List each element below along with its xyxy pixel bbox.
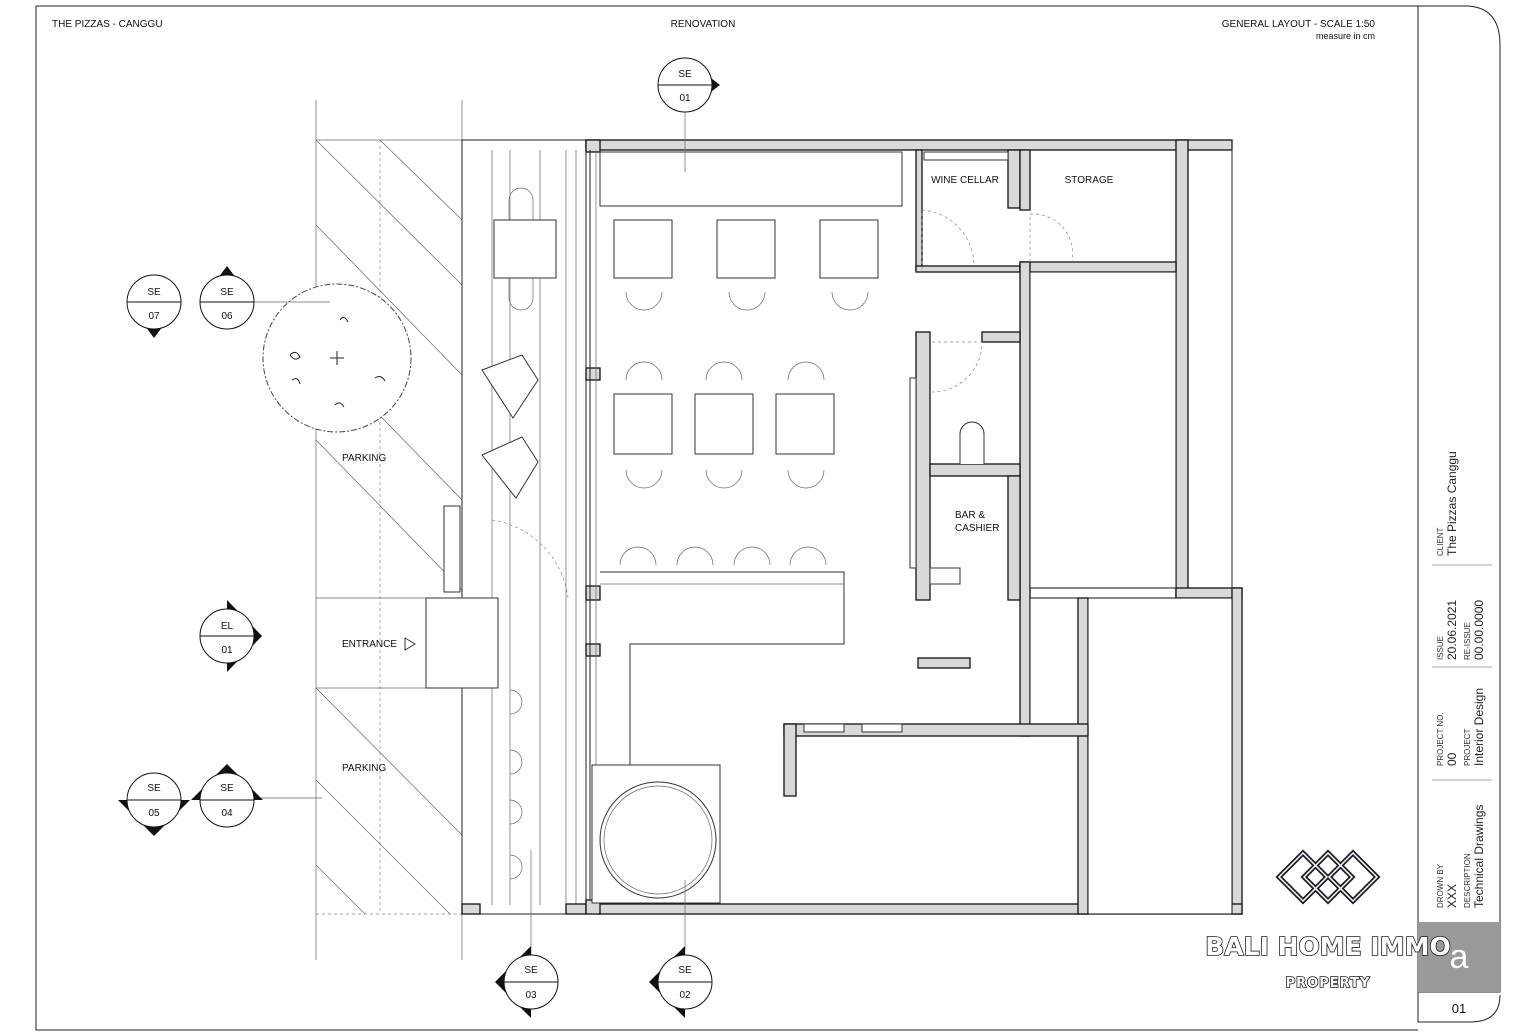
svg-text:07: 07	[148, 311, 160, 322]
room-label-parking-top: PARKING	[342, 453, 386, 464]
svg-text:SE: SE	[678, 69, 692, 80]
svg-text:01: 01	[221, 645, 233, 656]
client-label: CLIENT	[1436, 527, 1445, 556]
tree-symbol	[262, 283, 412, 433]
room-label-entrance: ENTRANCE	[342, 639, 397, 650]
reissue-value: 00.00.0000	[1472, 600, 1486, 660]
section-marker-se01[interactable]: SE 01	[657, 57, 720, 113]
svg-text:SE: SE	[220, 783, 234, 794]
section-marker-se04[interactable]: SE 04	[191, 764, 263, 828]
room-label-bar-line1: BAR &	[955, 510, 985, 521]
site-lines	[315, 100, 463, 960]
project-no-label: PROJECT NO.	[1436, 712, 1445, 766]
project-value: Interior Design	[1472, 688, 1486, 766]
svg-text:03: 03	[525, 990, 537, 1001]
svg-text:EL: EL	[221, 621, 234, 632]
furniture	[591, 151, 1074, 904]
revision-letter: a	[1450, 938, 1469, 976]
svg-text:PROPERTY: PROPERTY	[1286, 976, 1371, 991]
terrace	[425, 139, 587, 915]
svg-text:SE: SE	[524, 965, 538, 976]
issue-value: 20.06.2021	[1445, 600, 1459, 660]
section-marker-se02[interactable]: SE 02	[649, 946, 713, 1018]
svg-text:04: 04	[221, 808, 233, 819]
room-label-bar-line2: CASHIER	[955, 523, 999, 534]
section-marker-se03[interactable]: SE 03	[495, 946, 559, 1018]
revision-box	[1418, 922, 1500, 992]
svg-text:06: 06	[221, 311, 233, 322]
title-block: CLIENT The Pizzas Canggu ISSUE 20.06.202…	[1418, 451, 1500, 1016]
elevation-marker-el01[interactable]: EL 01	[199, 600, 262, 672]
project-name: THE PIZZAS - CANGGU	[52, 19, 163, 30]
title-block-frame	[1417, 5, 1501, 993]
drawn-by-value: XXX	[1445, 884, 1459, 908]
svg-text:BALI HOME IMMO: BALI HOME IMMO	[1205, 932, 1450, 961]
drawing-type: RENOVATION	[671, 19, 736, 30]
description-label: DESCRIPTION	[1463, 853, 1472, 908]
room-label-storage: STORAGE	[1065, 175, 1114, 186]
reissue-label: RE-ISSUE	[1463, 622, 1472, 660]
svg-text:SE: SE	[220, 287, 234, 298]
svg-text:02: 02	[679, 990, 691, 1001]
issue-label: ISSUE	[1436, 636, 1445, 660]
room-label-parking-bottom: PARKING	[342, 763, 386, 774]
walls	[585, 139, 1243, 915]
sheet-title: GENERAL LAYOUT - SCALE 1:50	[1222, 19, 1376, 30]
section-lines	[254, 112, 686, 955]
svg-text:SE: SE	[678, 965, 692, 976]
project-no-value: 00	[1445, 752, 1459, 766]
sheet-number: 01	[1452, 1001, 1466, 1016]
section-marker-se06[interactable]: SE 06	[199, 266, 255, 330]
bali-home-immo-logo: BALI HOME IMMO PROPERTY	[1204, 849, 1452, 992]
svg-text:05: 05	[148, 808, 160, 819]
description-value: Technical Drawings	[1472, 805, 1486, 908]
section-marker-se07[interactable]: SE 07	[126, 274, 182, 338]
client-value: The Pizzas Canggu	[1445, 451, 1459, 556]
room-label-wine-cellar: WINE CELLAR	[931, 175, 999, 186]
svg-text:01: 01	[679, 93, 691, 104]
drawn-by-label: DROWN BY	[1436, 863, 1445, 908]
svg-text:SE: SE	[147, 287, 161, 298]
section-marker-se05[interactable]: SE 05	[118, 772, 190, 836]
units-note: measure in cm	[1316, 31, 1375, 41]
sheet-frame	[35, 5, 1418, 1031]
entrance-arrow-icon	[404, 637, 416, 651]
svg-text:SE: SE	[147, 783, 161, 794]
project-label: PROJECT	[1463, 729, 1472, 766]
